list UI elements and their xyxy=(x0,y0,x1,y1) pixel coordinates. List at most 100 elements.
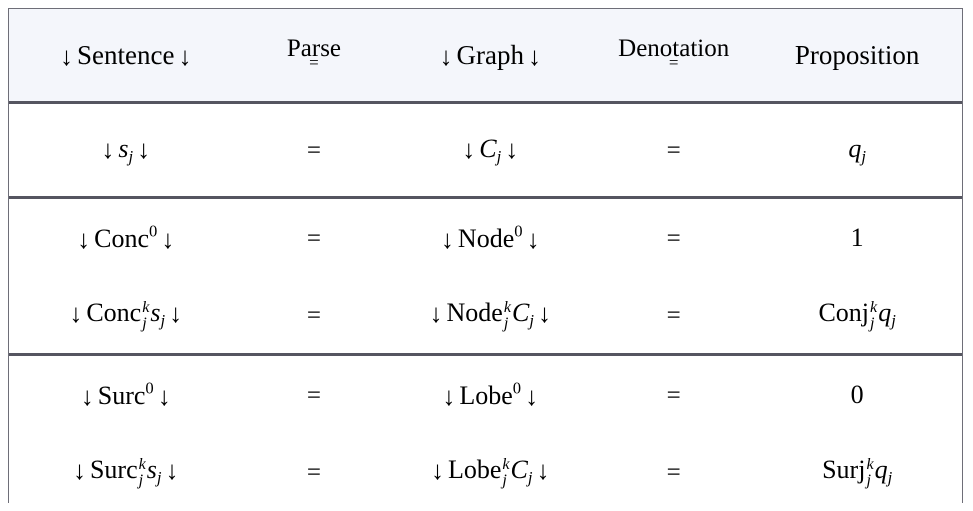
cell-graph: ↓Lobe0↓ xyxy=(385,354,596,433)
expr-base: s xyxy=(118,133,129,163)
expr-subscript: j xyxy=(861,146,866,166)
equals-sign: = xyxy=(306,301,321,329)
expr-base: q xyxy=(848,133,862,163)
expr-tail-subscript: j xyxy=(527,467,533,487)
down-arrow-icon: ↓ xyxy=(157,381,171,411)
expr-tail-subscript: j xyxy=(887,467,893,487)
cell-proposition: 1 xyxy=(752,197,962,276)
expr-base: C xyxy=(479,133,497,163)
column-header-denotation-equals: = xyxy=(668,52,679,72)
down-arrow-icon: ↓ xyxy=(430,455,444,485)
expr-base: 1 xyxy=(850,222,864,252)
down-arrow-icon: ↓ xyxy=(525,381,539,411)
cell-parse: = xyxy=(242,276,386,355)
cell-proposition: qj xyxy=(752,102,962,198)
down-arrow-icon: ↓ xyxy=(72,455,86,485)
down-arrow-icon: ↓ xyxy=(69,298,83,328)
cell-denotation: = xyxy=(595,102,753,198)
expr-base: Conc xyxy=(94,223,150,253)
down-arrow-icon: ↓ xyxy=(80,381,94,411)
expr-base: 0 xyxy=(850,379,864,409)
down-arrow-icon: ↓ xyxy=(439,41,453,71)
cell-proposition: 0 xyxy=(752,354,962,433)
expr-subscript: j xyxy=(128,146,134,166)
column-header-denotation-label: Denotation xyxy=(618,34,730,62)
cell-parse: = xyxy=(242,354,386,433)
down-arrow-icon: ↓ xyxy=(527,41,541,71)
column-header-graph: ↓Graph↓ xyxy=(385,9,596,104)
down-arrow-icon: ↓ xyxy=(537,298,551,328)
expr-base: Lobe xyxy=(459,380,513,410)
down-arrow-icon: ↓ xyxy=(169,298,183,328)
table-row: ↓Conc0↓ = ↓Node0↓ = 1 xyxy=(9,197,962,276)
down-arrow-icon: ↓ xyxy=(178,41,192,71)
expr-tail-subscript: j xyxy=(529,310,534,330)
expr-tail: C xyxy=(510,454,528,484)
expr-tail: C xyxy=(512,297,530,327)
down-arrow-icon: ↓ xyxy=(101,134,115,164)
down-arrow-icon: ↓ xyxy=(161,224,175,254)
equals-sign: = xyxy=(306,224,321,252)
expr-base: Node xyxy=(457,223,515,253)
expr-base: Node xyxy=(446,297,503,327)
expr-base: Surj xyxy=(822,454,866,484)
expr-tail-subscript: j xyxy=(891,310,896,330)
expr-subscript: j xyxy=(496,146,502,166)
expr-base: Surc xyxy=(97,380,146,410)
correspondence-table: ↓Sentence↓ Parse = ↓Graph↓ Denot xyxy=(9,9,962,510)
equals-sign: = xyxy=(306,458,321,486)
equals-sign: = xyxy=(666,137,681,164)
column-header-proposition: Proposition xyxy=(752,9,962,104)
expr-base: Lobe xyxy=(447,454,502,484)
expr-superscript: 0 xyxy=(145,378,154,398)
equals-sign: = xyxy=(306,381,321,409)
row-group-base: ↓sj↓ = ↓Cj↓ = qj xyxy=(9,102,962,198)
column-header-denotation: Denotation = xyxy=(595,9,753,104)
down-arrow-icon: ↓ xyxy=(462,134,476,164)
expr-base: Conj xyxy=(818,297,870,327)
cell-sentence: ↓sj↓ xyxy=(9,102,243,198)
column-header-parse-equals: = xyxy=(309,52,319,72)
expr-superscript: 0 xyxy=(512,378,522,398)
cell-parse: = xyxy=(242,197,386,276)
table-row: ↓Surc0↓ = ↓Lobe0↓ = 0 xyxy=(9,354,962,433)
equals-sign: = xyxy=(666,301,681,329)
down-arrow-icon: ↓ xyxy=(505,134,519,164)
column-header-proposition-label: Proposition xyxy=(794,39,920,70)
cell-graph: ↓Cj↓ xyxy=(385,102,596,198)
column-header-parse-label: Parse xyxy=(286,34,342,62)
table-row: ↓sj↓ = ↓Cj↓ = qj xyxy=(9,102,962,198)
down-arrow-icon: ↓ xyxy=(442,381,456,411)
expr-tail-subscript: j xyxy=(156,467,162,487)
equals-sign: = xyxy=(666,381,681,409)
equals-sign: = xyxy=(306,137,321,164)
cell-denotation: = xyxy=(595,354,753,433)
down-arrow-icon: ↓ xyxy=(526,224,540,254)
column-header-parse: Parse = xyxy=(242,9,386,104)
expr-base: Surc xyxy=(89,454,138,484)
expr-tail: q xyxy=(878,297,892,327)
down-arrow-icon: ↓ xyxy=(77,224,91,254)
down-arrow-icon: ↓ xyxy=(165,455,179,485)
column-header-sentence-label: Sentence xyxy=(77,39,175,70)
down-arrow-icon: ↓ xyxy=(60,41,74,71)
expr-base: Conc xyxy=(86,297,142,327)
down-arrow-icon: ↓ xyxy=(536,455,550,485)
down-arrow-icon: ↓ xyxy=(137,134,151,164)
down-arrow-icon: ↓ xyxy=(429,298,443,328)
cell-denotation: = xyxy=(595,197,753,276)
cell-graph: ↓Node0↓ xyxy=(385,197,596,276)
expr-superscript: 0 xyxy=(149,221,158,241)
